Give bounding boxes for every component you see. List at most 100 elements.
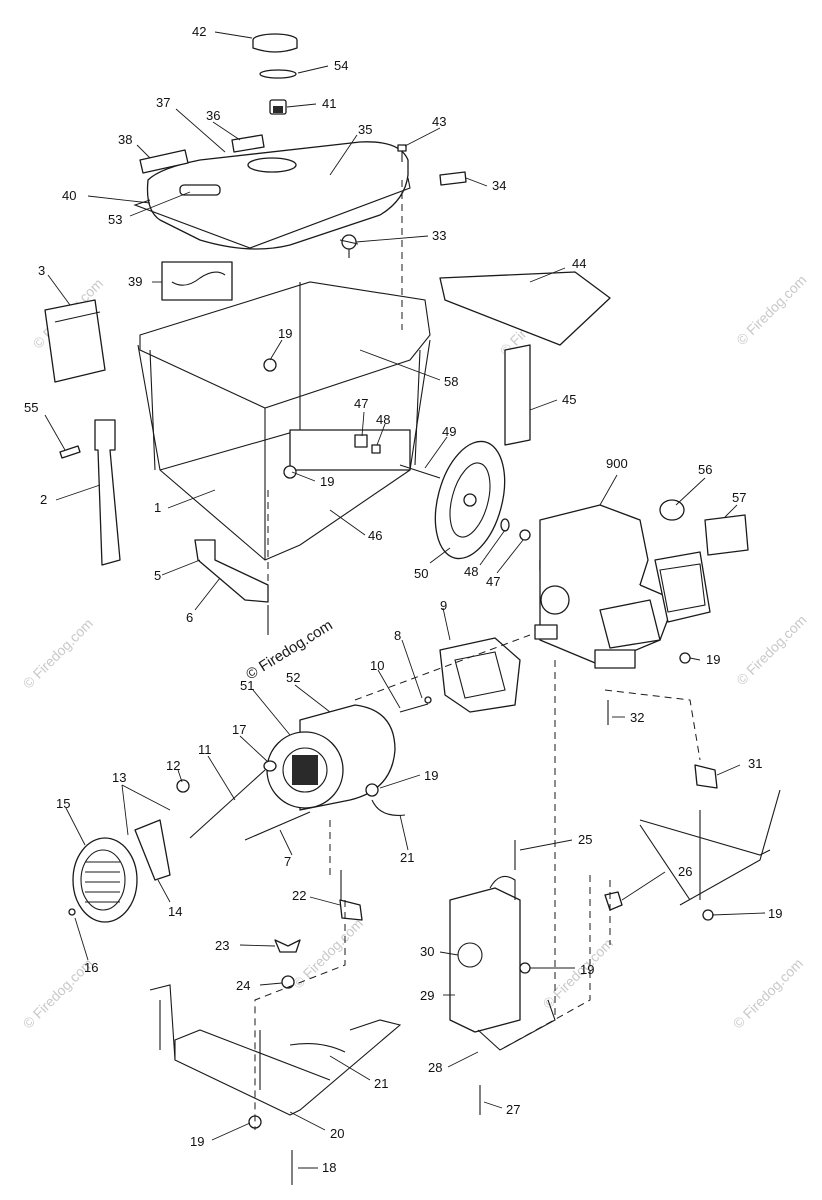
- wing-nut-23: [274, 939, 301, 953]
- callout-29: 29: [420, 988, 434, 1003]
- foot-bracket-5: [194, 539, 269, 603]
- decal-34: [439, 171, 467, 186]
- callout-7: 7: [284, 854, 291, 869]
- decal-57: [704, 514, 749, 556]
- callout-31: 31: [748, 756, 762, 771]
- nut-19-engine: [679, 652, 691, 664]
- washer-8: [424, 696, 432, 704]
- callout-33: 33: [432, 228, 446, 243]
- fuel-valve: [339, 234, 359, 258]
- cap-gasket: [259, 69, 297, 79]
- callout-47a: 47: [354, 396, 368, 411]
- callout-21a: 21: [400, 850, 414, 865]
- callout-16: 16: [84, 960, 98, 975]
- watermark-text: © Firedog.com: [20, 615, 96, 691]
- callout-5: 5: [154, 568, 161, 583]
- leader-lines: [44, 31, 766, 1169]
- callout-35: 35: [358, 122, 372, 137]
- callout-19-mount: 19: [768, 906, 782, 921]
- watermarks: © Firedog.com © Firedog.com © Firedog.co…: [20, 272, 810, 1032]
- callout-27: 27: [506, 1102, 520, 1117]
- callout-19-muffler: 19: [580, 962, 594, 977]
- callout-labels: 42 54 41 37 36 35 43 38 34 40 53 33 3 39…: [24, 24, 782, 1175]
- base-frame: [149, 984, 402, 1116]
- decal-36: [231, 134, 265, 153]
- handle-2: [94, 419, 121, 566]
- callout-9: 9: [440, 598, 447, 613]
- callout-57: 57: [732, 490, 746, 505]
- cable-21: [371, 799, 406, 816]
- fuel-tank: [133, 141, 411, 250]
- callout-40: 40: [62, 188, 76, 203]
- washer-48b: [500, 518, 510, 532]
- callout-15: 15: [56, 796, 70, 811]
- fuel-line-box: [161, 261, 233, 301]
- callout-2: 2: [40, 492, 47, 507]
- callout-54: 54: [334, 58, 348, 73]
- callout-44: 44: [572, 256, 586, 271]
- callout-19-bottom: 19: [190, 1134, 204, 1149]
- callout-30: 30: [420, 944, 434, 959]
- callout-49: 49: [442, 424, 456, 439]
- callout-28: 28: [428, 1060, 442, 1075]
- bolt-10: [399, 703, 429, 713]
- callout-8: 8: [394, 628, 401, 643]
- callout-56: 56: [698, 462, 712, 477]
- bolt-55: [59, 445, 81, 459]
- fuel-strainer: [269, 99, 287, 115]
- watermark-text: © Firedog.com: [733, 272, 809, 348]
- callout-45: 45: [562, 392, 576, 407]
- fan-housing-9: [439, 637, 521, 713]
- bracket-12: [176, 779, 190, 793]
- control-panel-box: [44, 299, 106, 383]
- callout-6: 6: [186, 610, 193, 625]
- callout-46: 46: [368, 528, 382, 543]
- callout-41: 41: [322, 96, 336, 111]
- callout-58: 58: [444, 374, 458, 389]
- callout-36: 36: [206, 108, 220, 123]
- callout-24: 24: [236, 978, 250, 993]
- mount-31: [694, 764, 718, 789]
- nut-19-muffler: [519, 962, 531, 974]
- callout-900: 900: [606, 456, 628, 471]
- engine-mount-frame: [639, 789, 781, 906]
- callout-47b: 47: [486, 574, 500, 589]
- washer-17: [263, 760, 277, 772]
- nut-19-mount: [702, 909, 714, 921]
- callout-51: 51: [240, 678, 254, 693]
- nut-24: [281, 975, 295, 989]
- callout-53: 53: [108, 212, 122, 227]
- rod-11: [189, 769, 266, 839]
- callout-19-frame: 19: [278, 326, 292, 341]
- callout-37: 37: [156, 95, 170, 110]
- callout-32: 32: [630, 710, 644, 725]
- watermark-text: © Firedog.com: [730, 955, 806, 1031]
- callout-14: 14: [168, 904, 182, 919]
- callout-12: 12: [166, 758, 180, 773]
- wheel: [434, 440, 506, 560]
- washer-48: [371, 444, 381, 454]
- end-cover-14: [134, 819, 171, 881]
- watermark-text: © Firedog.com: [540, 935, 616, 1011]
- engine: [534, 504, 711, 669]
- decal-38: [139, 149, 189, 174]
- callout-38: 38: [118, 132, 132, 147]
- callout-42: 42: [192, 24, 206, 39]
- bracket-47: [354, 434, 368, 448]
- callout-50: 50: [414, 566, 428, 581]
- callout-39: 39: [128, 274, 142, 289]
- nut-19-alt: [365, 783, 379, 797]
- axle-bolt-49: [399, 464, 441, 479]
- callout-10: 10: [370, 658, 384, 673]
- nut-26: [604, 891, 623, 911]
- mount-22: [339, 870, 363, 921]
- callout-34: 34: [492, 178, 506, 193]
- callout-25: 25: [578, 832, 592, 847]
- callout-52: 52: [286, 670, 300, 685]
- assembly-lines: [254, 180, 701, 1130]
- fuel-cap: [252, 33, 298, 53]
- callout-26: 26: [678, 864, 692, 879]
- callout-48a: 48: [376, 412, 390, 427]
- callout-48b: 48: [464, 564, 478, 579]
